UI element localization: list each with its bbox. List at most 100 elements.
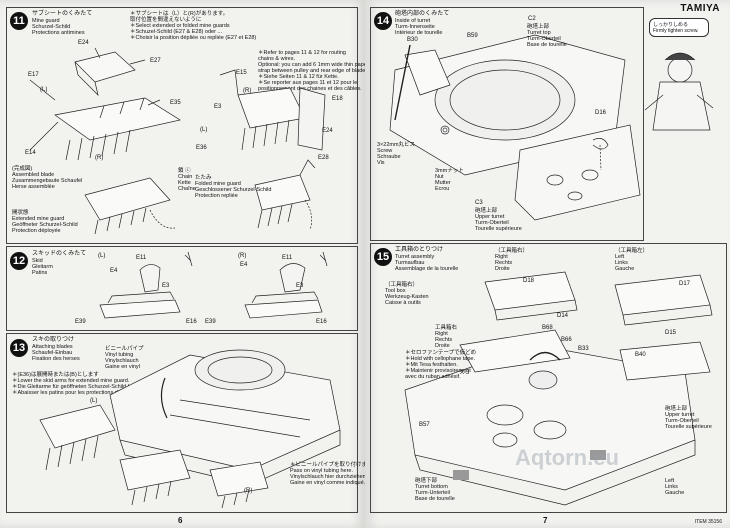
turret-bottom-de: Turm-Unterteil [415,490,450,496]
toolbox-left-en: Left [615,254,625,260]
step-13-note-2: ＊Lower the skid arms for extended mine g… [12,378,130,384]
step-11-note-right-1: ＊Refer to pages 11 & 12 for routing [258,50,346,56]
step-13-title-fr: Fixation des herses [32,356,80,362]
chain-label-de: Kette [178,180,191,186]
item-code: ITEM 35156 [694,519,722,525]
tape-note-3: ＊Mit Tesa festhalten. [405,362,458,368]
c2-label-jp: 砲塔上部 [527,24,550,30]
step-13-note-1: ＊(E36)は展開時または(B)とします [12,372,99,378]
toolbox-label-de: Werkzeug-Kasten [385,294,429,300]
step-11-note-right-7: positionnement des chaines et des câbles… [258,86,362,92]
screw-label-jp: 3×22mm丸ビス [377,142,416,148]
part-label: D16 [595,110,607,116]
page-number-left: 6 [178,516,183,525]
step-11-title-fr: Protections antimines [32,30,85,36]
part-label: E39 [75,319,86,325]
tape-note-5: avec du ruban adhésif. [405,374,461,380]
step-13-panel [6,333,358,513]
step-12-title-fr: Patins [32,270,48,276]
part-label: E36 [196,145,207,151]
c2-label-de: Turm-Oberteil [527,36,561,42]
step-11-note-3: ＊Select extended or folded mine guards [130,23,230,29]
nut-label-de: Mutter [435,180,451,186]
side-label: (R) [95,155,104,161]
part-label: E11 [282,255,293,261]
part-label: E11 [136,255,147,261]
toolbox-label-fr: Caisse à outils [385,300,421,306]
vinyl-note-4: Gaine en vinyl comme indiqué. [290,480,366,486]
toolbox-left-fr: Gauche [615,266,635,272]
c2-label-fr: Base de tourelle [527,42,567,48]
side-label: (R) [244,488,253,494]
c3-label-fr: Tourelle supérieure [475,226,522,232]
left-box-de: Links [665,484,678,490]
assembled-label-de: Zusammengebaute Schaufel [12,178,83,184]
step-15-drawing [404,271,713,506]
step-12-number: 12 [10,252,28,270]
step-12-panel [6,246,358,331]
step-15-panel [370,243,727,513]
part-label: C2 [528,16,536,22]
side-label: (L) [90,398,98,404]
upper-turret-en: Upper turret [665,412,695,418]
nut-label-jp: 3mmナット [435,168,464,174]
toolbox-left-de: Links [615,260,628,266]
part-label: E3 [214,104,222,110]
part-label: E3 [296,283,304,289]
folded-label-fr: Protection repliée [195,193,238,199]
screw-label-en: Screw [377,148,393,154]
step-11-number: 11 [10,12,28,30]
step-13-title-de: Schaufel-Einbau [32,350,73,356]
step-12-title-jp: スキッドのくみたて [32,251,87,257]
extended-label-de: Geöffneter Schurzel-Schild [12,222,78,228]
vinyl-note-3: Vinylschlauch hier durchziehen. [290,474,368,480]
part-label: B40 [635,352,646,358]
part-label: E35 [170,100,181,106]
part-label: B30 [407,37,418,43]
vinyl-tubing-label-en: Vinyl tubing [105,352,134,358]
vinyl-note-2: Pass on vinyl tubing here. [290,468,353,474]
chain-label-jp: 鎖 ⓒ [178,168,191,174]
part-label: E28 [318,155,329,161]
upper-turret-jp: 砲塔上部 [665,406,688,412]
part-label: E39 [205,319,216,325]
tape-note-1: ＊セロファンテープで仮どめ [405,350,477,356]
part-label: E14 [25,150,36,156]
part-label: B33 [578,346,589,352]
step-12-title-en: Skid [32,258,43,264]
upper-turret-fr: Tourelle supérieure [665,424,712,430]
step-15-number: 15 [374,248,392,266]
step-13-title-jp: スキの取りつけ [32,337,75,343]
step-11-drawing [29,47,326,235]
part-label: D14 [557,313,569,319]
screw-label-de: Schraube [377,154,401,160]
part-label: B68 [542,325,553,331]
toolbox-right-fr: Droite [495,266,510,272]
tape-note-2: ＊Hold with cellophane tape. [405,356,476,362]
chain-label-en: Chain [178,174,193,180]
brand-logo: TAMIYA [680,3,720,14]
page-number-right: 7 [543,516,548,525]
step-15-title-de: Turmaufbau [395,260,425,266]
step-13-number: 13 [10,339,28,357]
step-11-note-right-3: Optional: you can add 6 1mm wide thin pa… [258,62,369,68]
step-11-note-5: ＊Choisir la position dépliée ou repliée … [130,35,257,41]
step-11-panel [6,7,358,244]
part-label: B66 [561,337,572,343]
part-label: E18 [332,96,343,102]
c3-label-jp: 砲塔上部 [475,208,498,214]
step-11-title-en: Mine guard [32,18,60,24]
extended-label-en: Extended mine guard [12,216,65,222]
part-label: C3 [475,200,483,206]
vinyl-tubing-label-de: Vinylschlauch [105,358,139,364]
toolbox-left-jp: （工具箱左） [615,248,649,254]
toolbox-label-jp: （工具箱右） [385,282,419,288]
step-11-note-right-5: ＊Siehe Seiten 11 & 12 für Kette. [258,74,339,80]
left-page: 11 サブシートのくみたて Mine guard Schurzel-Schild… [0,0,373,528]
part-label: E16 [316,319,327,325]
part-label: D17 [679,281,691,287]
step-15-title-jp: 工具箱のとりつけ [395,247,444,253]
watermark: Aqtorn.eu [515,445,619,470]
turret-bottom-en: Turret bottom [415,484,448,490]
nut-label-fr: Ecrou [435,186,450,192]
